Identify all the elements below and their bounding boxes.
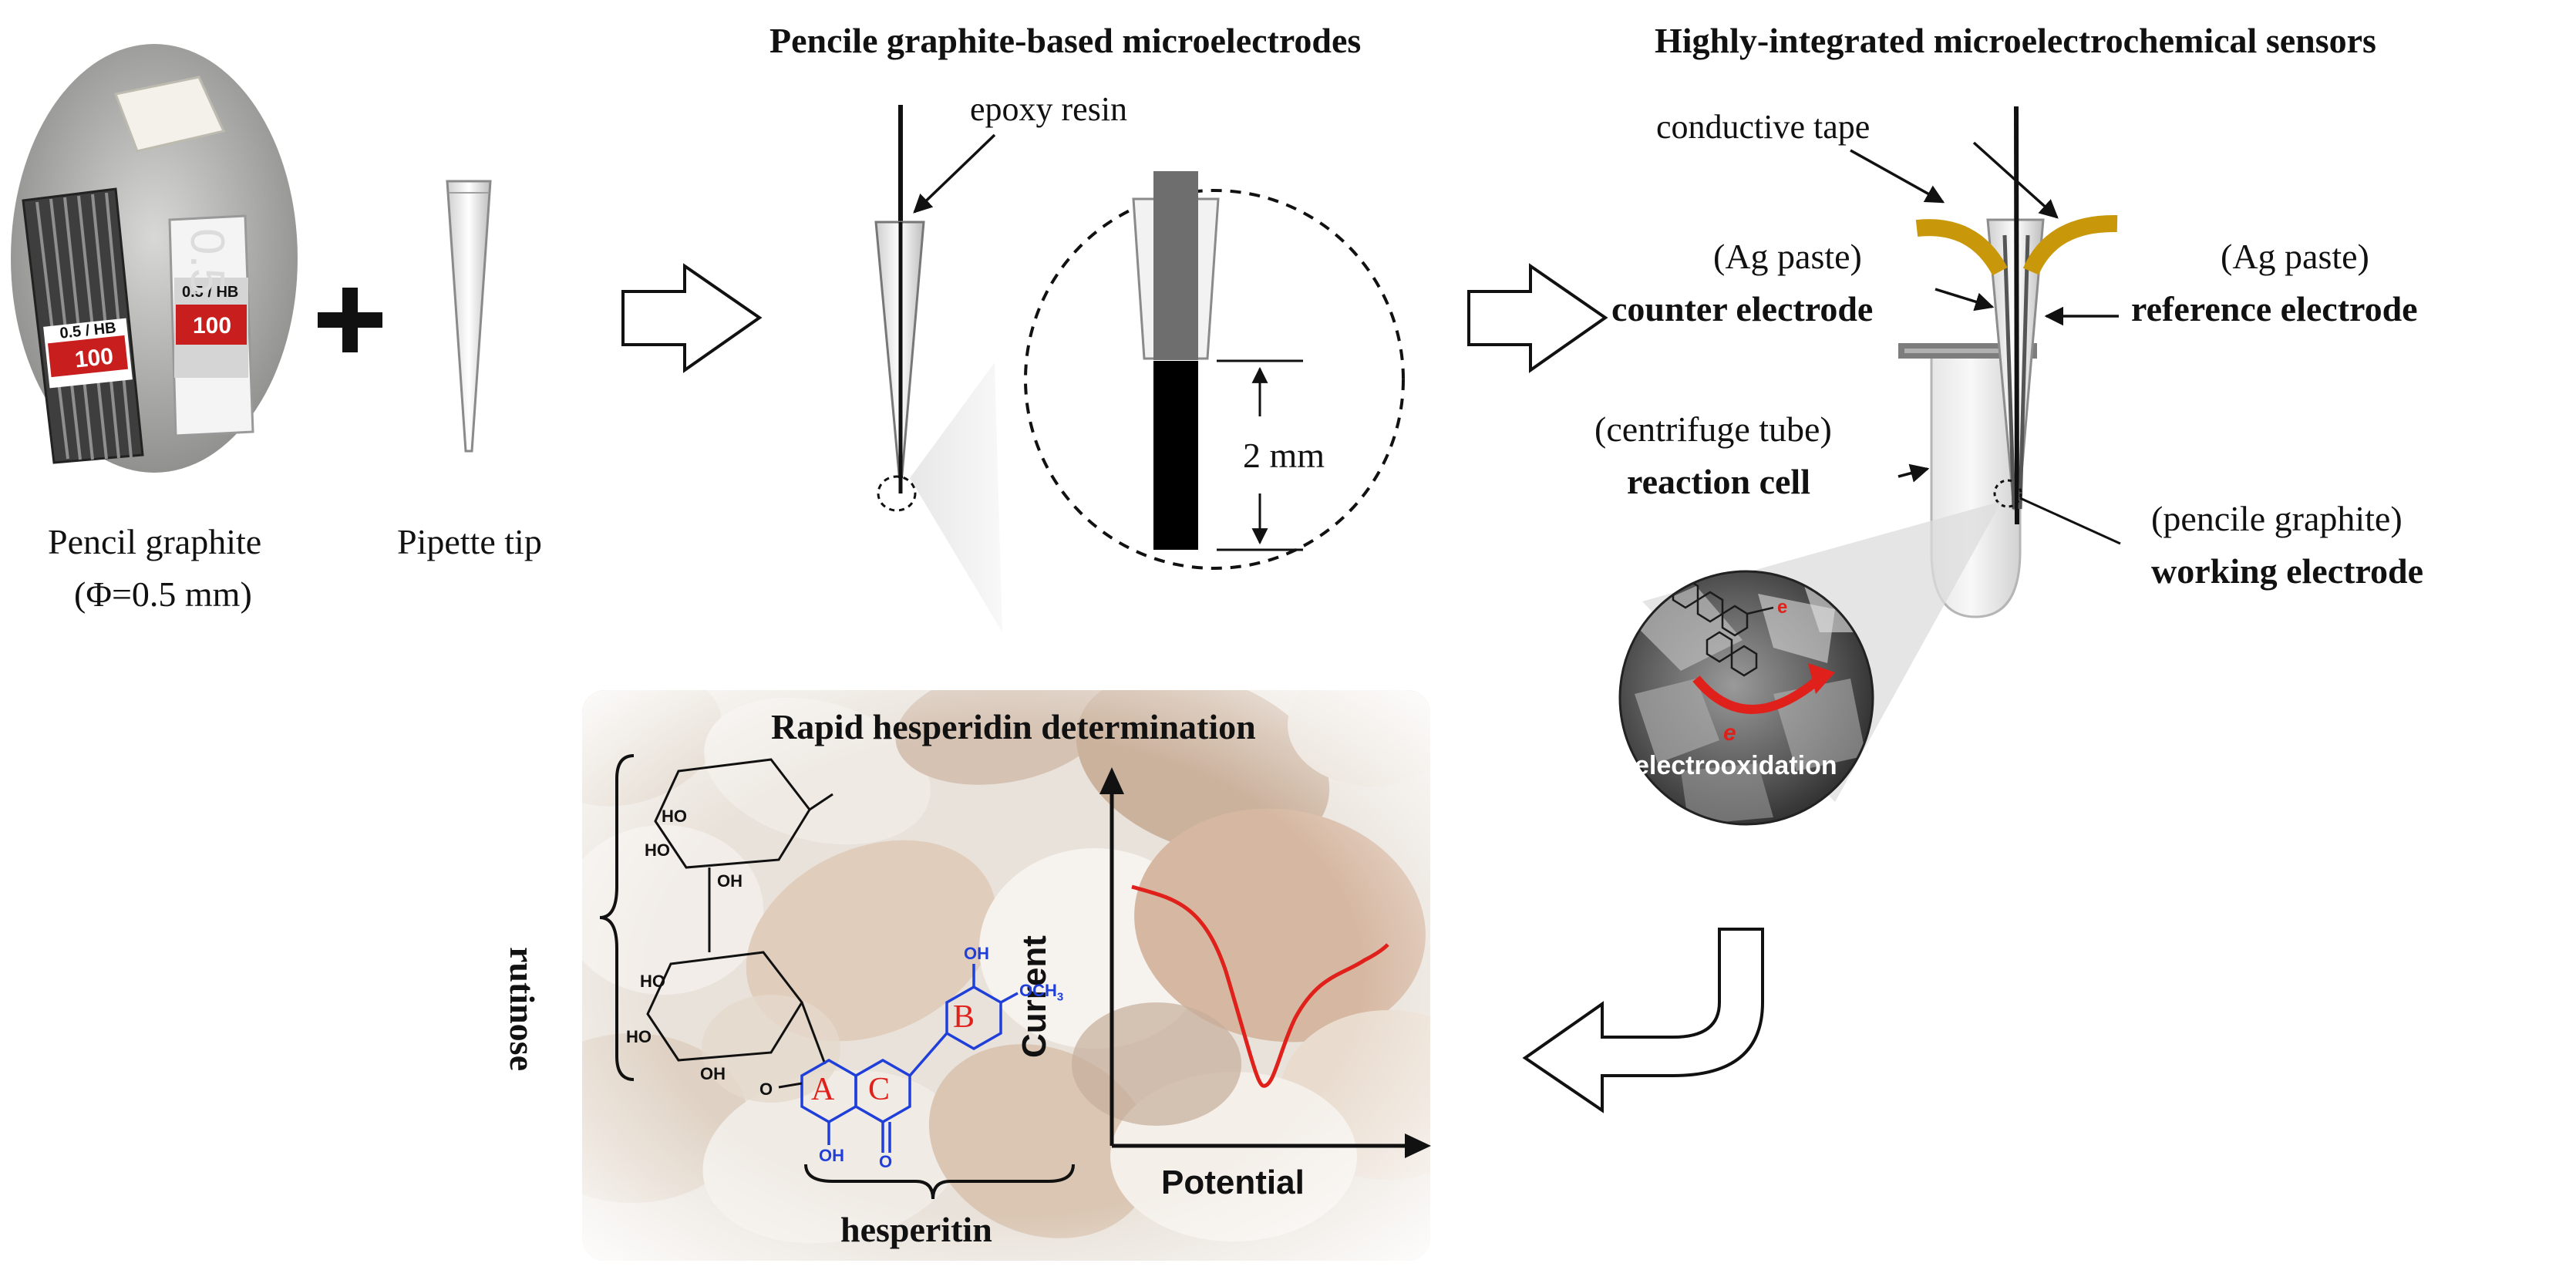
process-arrow-1-icon — [621, 263, 763, 373]
rapid-hesperidin-title: Rapid hesperidin determination — [771, 707, 1256, 746]
pack-label-2: 100 — [73, 344, 114, 373]
o-linker-1: O — [759, 1080, 773, 1099]
conductive-tape-label: conductive tape — [1656, 108, 1871, 146]
och3-subscript: 3 — [1056, 990, 1064, 1004]
sensor-figure: e e — [1618, 106, 2121, 826]
svg-text:0.5: 0.5 — [180, 228, 234, 295]
plus-sign-icon — [318, 288, 382, 352]
oh-group-5: OH — [819, 1146, 844, 1165]
hesperidin-panel — [582, 690, 1431, 1261]
pack-label-3: 0.5 / HB — [182, 284, 238, 301]
sensor-title: Highly-integrated microelectrochemical s… — [1655, 21, 2376, 60]
microelectrode-figure — [874, 105, 1405, 632]
oh-group-1: OH — [717, 871, 742, 891]
pencil-diameter-label: (Φ=0.5 mm) — [74, 574, 252, 614]
och3-text: OCH — [1019, 981, 1057, 1000]
return-arrow-icon — [1522, 928, 1764, 1113]
ho-group-1: HO — [662, 807, 687, 826]
oh-group-b: OH — [964, 944, 989, 963]
electron-label: e — [1723, 720, 1736, 746]
svg-text:e: e — [1777, 597, 1787, 618]
two-mm-label: 2 mm — [1243, 436, 1325, 475]
pencile-graphite-label: (pencile graphite) — [2151, 499, 2403, 538]
hesperitin-label: hesperitin — [840, 1210, 992, 1249]
working-electrode-label: working electrode — [2151, 551, 2424, 591]
centrifuge-tube-label: (centrifuge tube) — [1594, 409, 1832, 449]
carbonyl-o: O — [879, 1152, 893, 1171]
microelectrodes-title: Pencile graphite-based microelectrodes — [769, 21, 1362, 60]
rutinose-label: rutinose — [503, 947, 542, 1071]
oh-group-2: OH — [700, 1064, 726, 1083]
ring-c-label: C — [868, 1072, 891, 1107]
process-arrow-2-icon — [1467, 263, 1608, 373]
ring-a-label: A — [811, 1072, 835, 1107]
ho-group-2: HO — [645, 840, 670, 860]
ag-paste-right-label: (Ag paste) — [2221, 237, 2369, 276]
pipette-tip-label: Pipette tip — [397, 522, 542, 561]
pencil-graphite-label: Pencil graphite — [48, 522, 262, 561]
potential-axis-label: Potential — [1161, 1164, 1305, 1201]
ring-b-label: B — [953, 999, 975, 1035]
electrooxidation-label: electrooxidation — [1635, 751, 1837, 780]
pencil-graphite-photo: 0.5 / HB 100 0.5 / HB 100 0.5 — [11, 44, 298, 473]
counter-electrode-label: counter electrode — [1611, 289, 1874, 328]
reaction-cell-label: reaction cell — [1627, 462, 1810, 501]
och3-group: OCH3 — [1019, 981, 1064, 1004]
pack-label-4: 100 — [193, 313, 231, 339]
epoxy-resin-label: epoxy resin — [970, 90, 1128, 128]
ho-group-3: HO — [640, 972, 665, 991]
ho-group-4: HO — [626, 1027, 652, 1046]
reference-electrode-label: reference electrode — [2131, 289, 2418, 328]
pipette-tip-icon — [446, 180, 492, 453]
ag-paste-left-label: (Ag paste) — [1713, 237, 1862, 276]
